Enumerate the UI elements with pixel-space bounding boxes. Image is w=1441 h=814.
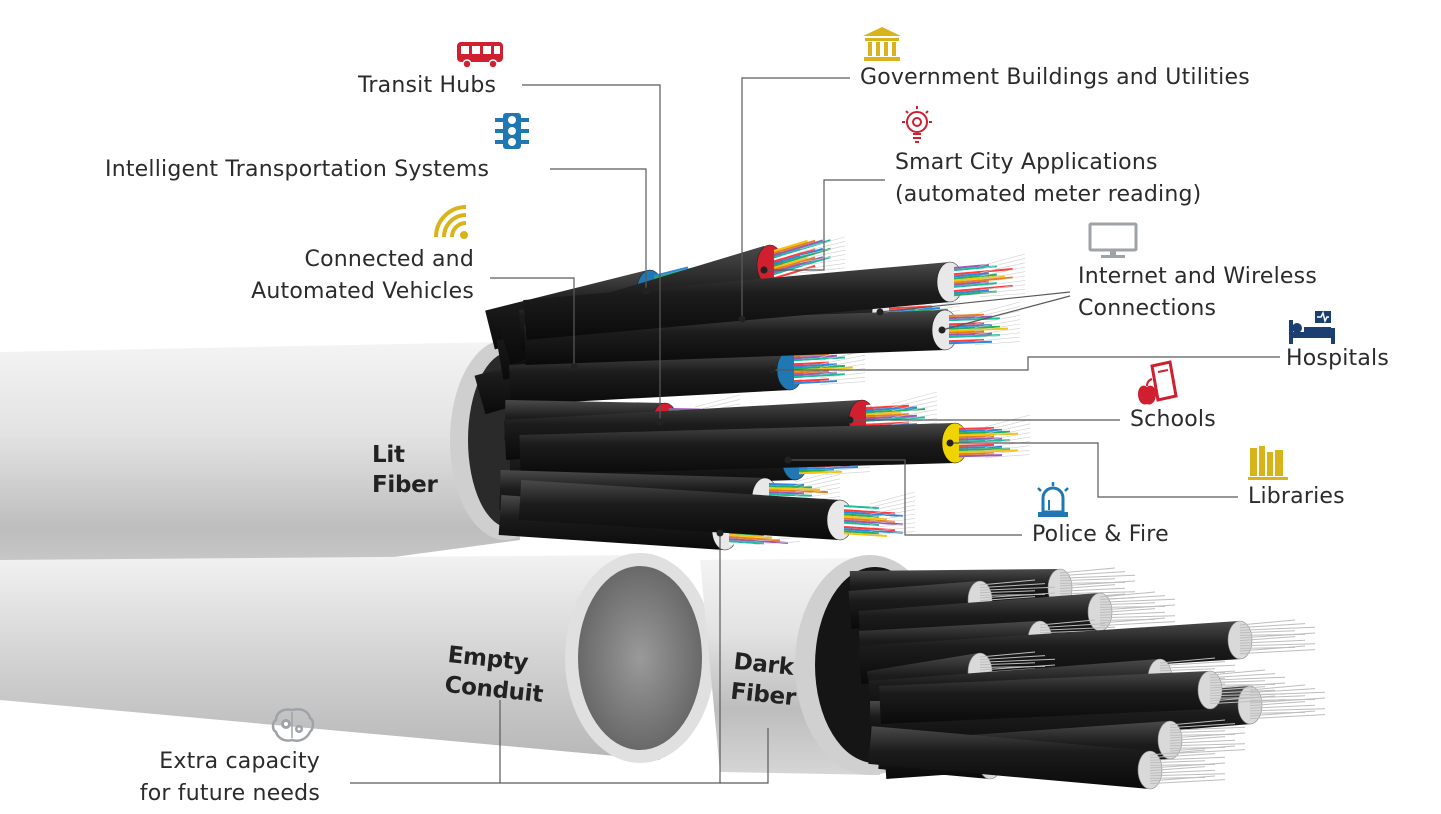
libraries-label: Libraries <box>1248 484 1345 509</box>
lit-fiber-label-line-1: Lit <box>372 442 405 468</box>
bus-icon <box>457 42 503 69</box>
cav-label-line-1: Connected and <box>304 247 474 272</box>
school-apple-icon <box>1138 360 1178 405</box>
dark-fiber-cables <box>848 567 1326 790</box>
leader-transit-hubs <box>522 84 661 420</box>
internet-label-line-1: Internet and Wireless <box>1078 264 1317 289</box>
internet-label-line-2: Connections <box>1078 296 1217 321</box>
leader-its <box>550 168 647 290</box>
extra-capacity-label-line-1: Extra capacity <box>159 749 320 774</box>
internet-label: Internet and Wireless Connections <box>1078 261 1317 325</box>
dark-cable <box>879 669 1286 724</box>
leader-cav <box>490 277 575 366</box>
lit-fiber-cables <box>474 236 1031 551</box>
books-icon <box>1248 446 1288 480</box>
its-label: Intelligent Transportation Systems <box>105 157 490 182</box>
cav-label-line-2: Automated Vehicles <box>251 279 474 304</box>
brain-gears-icon <box>271 708 315 742</box>
siren-icon <box>1037 482 1069 517</box>
police-fire-label: Police & Fire <box>1032 522 1169 547</box>
lit-cable <box>523 253 1026 340</box>
dark-fiber-label: Dark Fiber <box>729 647 800 714</box>
extra-capacity-label: Extra capacity for future needs <box>60 746 320 810</box>
leader-smart-city <box>764 179 885 271</box>
hospitals-label: Hospitals <box>1286 346 1390 371</box>
leader-internet-1 <box>879 291 1071 313</box>
lit-fiber-label: Lit Fiber <box>372 440 438 500</box>
lit-cable <box>518 480 916 541</box>
extra-capacity-label-line-2: for future needs <box>139 781 320 806</box>
government-building-icon <box>863 27 901 61</box>
lit-fiber-label-line-2: Fiber <box>372 472 438 498</box>
wifi-signal-icon <box>434 205 468 239</box>
lightbulb-gear-icon <box>902 106 932 143</box>
dark-cable <box>868 726 1226 790</box>
smart-city-label-line-2: (automated meter reading) <box>895 182 1202 207</box>
government-label: Government Buildings and Utilities <box>860 65 1250 90</box>
empty-conduit-label: Empty Conduit <box>443 640 547 710</box>
smart-city-label: Smart City Applications (automated meter… <box>895 147 1201 211</box>
leader-internet-2 <box>941 295 1071 331</box>
leader-extra-dark <box>720 728 769 784</box>
transit-hubs-label: Transit Hubs <box>358 73 497 98</box>
leader-police-fire <box>788 459 1022 536</box>
leader-lines <box>350 77 1280 784</box>
schools-label: Schools <box>1130 407 1216 432</box>
cav-label: Connected and Automated Vehicles <box>180 244 474 308</box>
monitor-icon <box>1088 222 1138 258</box>
traffic-light-icon <box>495 113 529 149</box>
leader-libraries <box>950 442 1238 498</box>
leader-dots <box>570 266 954 537</box>
hospital-bed-icon <box>1289 310 1335 344</box>
leader-hospitals <box>772 356 1280 371</box>
empty-conduit <box>0 553 715 763</box>
smart-city-label-line-1: Smart City Applications <box>895 150 1158 175</box>
leader-government <box>741 77 850 318</box>
